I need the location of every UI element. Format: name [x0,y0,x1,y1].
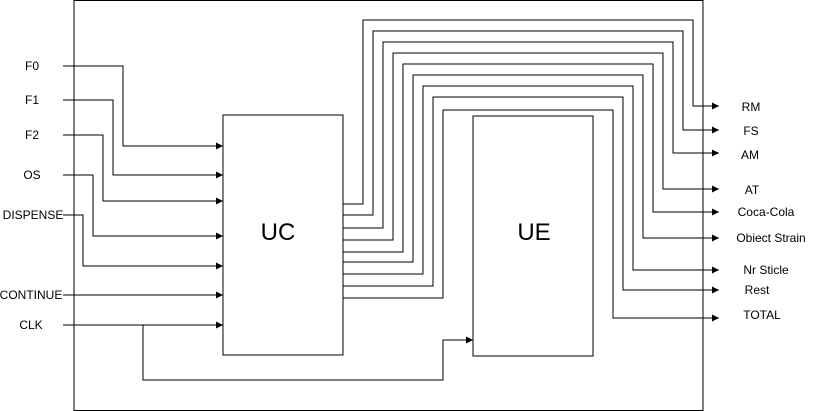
wire-total [343,109,719,322]
wire-f0 [63,65,223,150]
output-label-total: TOTAL [743,308,781,322]
ue-label: UE [517,219,550,246]
wire-fs [343,30,719,216]
output-labels: RM FS AM AT Coca-Cola Obiect Strain Nr S… [736,100,805,322]
output-label-obiect-strain: Obiect Strain [736,231,805,245]
output-label-rest: Rest [745,283,770,297]
wire-coca-cola [343,63,719,253]
system-frame [73,0,704,411]
input-label-continue: CONTINUE [0,288,62,302]
uc-label: UC [261,219,296,246]
input-label-f0: F0 [25,59,39,73]
output-label-rm: RM [742,100,761,114]
input-label-os: OS [23,168,40,182]
wire-os [63,174,223,240]
wire-at [343,52,719,241]
output-label-fs: FS [743,124,758,138]
uc-block: UC [222,114,344,356]
input-labels: F0 F1 F2 OS DISPENSE CONTINUE CLK [0,59,63,332]
ue-block: UE [472,115,594,357]
wire-am [343,41,719,229]
input-label-clk: CLK [19,318,42,332]
output-label-nr-sticle: Nr Sticle [743,263,789,277]
input-label-dispense: DISPENSE [3,208,64,222]
input-label-f2: F2 [25,128,39,142]
output-wires [343,19,719,322]
wire-nr-sticle [343,85,719,275]
wire-rm [343,19,719,205]
wire-clk-ue [142,325,473,381]
output-label-coca-cola: Coca-Cola [738,205,795,219]
wire-obiect-strain [343,74,719,263]
output-label-at: AT [745,183,760,197]
wire-dispense [63,214,223,270]
wire-f2 [63,134,223,205]
input-label-f1: F1 [25,93,39,107]
input-wires [63,65,473,381]
output-label-am: AM [741,148,759,162]
wire-f1 [63,99,223,179]
wire-rest [343,96,719,294]
